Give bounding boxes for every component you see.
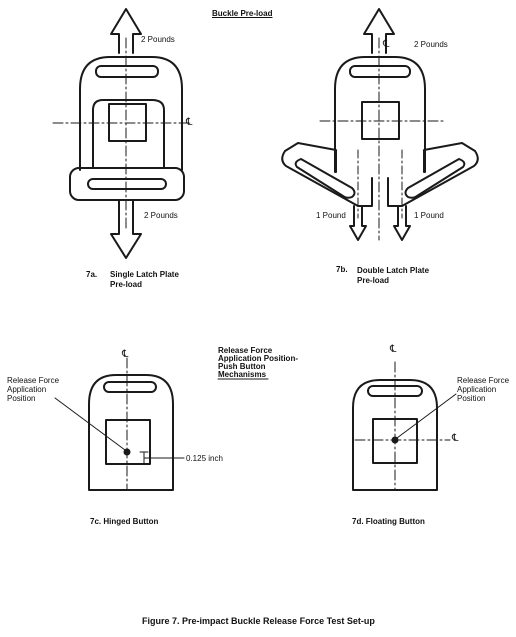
fig7c-top-slot <box>103 381 157 393</box>
fig7b-top-force-label: 2 Pounds <box>414 40 448 49</box>
fig7d-button <box>372 418 418 464</box>
fig7c-buckle-body <box>88 374 174 491</box>
fig7a-centerline-symbol: ℄ <box>186 117 193 128</box>
fig7a-caption-number: 7a. <box>86 270 98 279</box>
fig7b-buckle-body <box>334 56 426 173</box>
fig7a-latch-plate <box>69 167 185 201</box>
fig7c-leader-line <box>54 397 126 451</box>
fig7b-top-arrow <box>363 8 395 54</box>
fig7b-right-force-label: 1 Pound <box>414 211 444 220</box>
fig7b-top-slot <box>349 65 411 78</box>
fig7b-left-arrow <box>349 205 367 241</box>
fig7b-left-latch-slot <box>294 158 356 199</box>
fig7a-bottom-force-label: 2 Pounds <box>144 211 178 220</box>
fig7c-caption: 7c. Hinged Button <box>90 517 159 526</box>
fig7b-caption-line1: Double Latch Plate <box>357 266 430 275</box>
fig7b-drawing <box>281 8 479 241</box>
fig7b-right-latch-plate <box>387 142 479 207</box>
figure-caption: Figure 7. Pre-impact Buckle Release Forc… <box>142 616 375 626</box>
fig7d-centerline-symbol: ℄ <box>390 344 397 355</box>
fig7a-top-force-label: 2 Pounds <box>141 35 175 44</box>
fig7d-label-line3: Position <box>457 394 486 403</box>
fig7a-caption-line1: Single Latch Plate <box>110 270 179 279</box>
fig7d-horizontal-centerline-symbol: ℄ <box>452 433 459 444</box>
section2-line3: Push Button <box>218 362 266 371</box>
fig7b-right-latch-slot <box>404 158 466 199</box>
fig7d-caption: 7d. Floating Button <box>352 517 425 526</box>
section2-line4: Mechanisms <box>218 370 267 379</box>
fig7a-drawing <box>52 8 191 259</box>
fig7d-buckle-body <box>352 379 438 491</box>
fig7a-buckle-inner-edge <box>92 99 165 169</box>
fig7c-drawing <box>54 357 185 491</box>
fig7c-label-line3: Position <box>7 394 36 403</box>
fig7a-top-slot <box>95 65 159 78</box>
fig7b-right-arrow <box>393 205 411 241</box>
fig7b-caption-number: 7b. <box>336 265 348 274</box>
fig7c-centerline-symbol: ℄ <box>122 349 129 360</box>
fig7b-left-force-label: 1 Pound <box>316 211 346 220</box>
fig7b-centerline-symbol: ℄ <box>383 39 390 50</box>
section2-line1: Release Force <box>218 346 273 355</box>
fig7a-buckle-body <box>79 56 183 171</box>
fig7c-dimension-label: 0.125 inch <box>186 454 223 463</box>
fig7a-caption-line2: Pre-load <box>110 280 143 289</box>
fig7d-top-slot <box>367 385 423 397</box>
fig7d-label-line1: Release Force <box>457 376 510 385</box>
fig7b-caption-line2: Pre-load <box>357 276 390 285</box>
fig7c-button <box>105 419 151 465</box>
section2-line2: Application Position- <box>218 354 298 363</box>
fig7a-bottom-arrow <box>110 199 142 259</box>
fig7a-top-arrow <box>110 8 142 54</box>
fig7c-label-line2: Application <box>7 385 47 394</box>
fig7d-leader-line <box>396 393 457 439</box>
fig7b-left-latch-plate <box>281 142 373 207</box>
fig7d-label-line2: Application <box>457 385 497 394</box>
fig7d-drawing <box>352 361 457 491</box>
section-title-preload: Buckle Pre-load <box>212 9 273 18</box>
fig7c-label-line1: Release Force <box>7 376 60 385</box>
fig7a-latch-slot <box>87 178 167 190</box>
